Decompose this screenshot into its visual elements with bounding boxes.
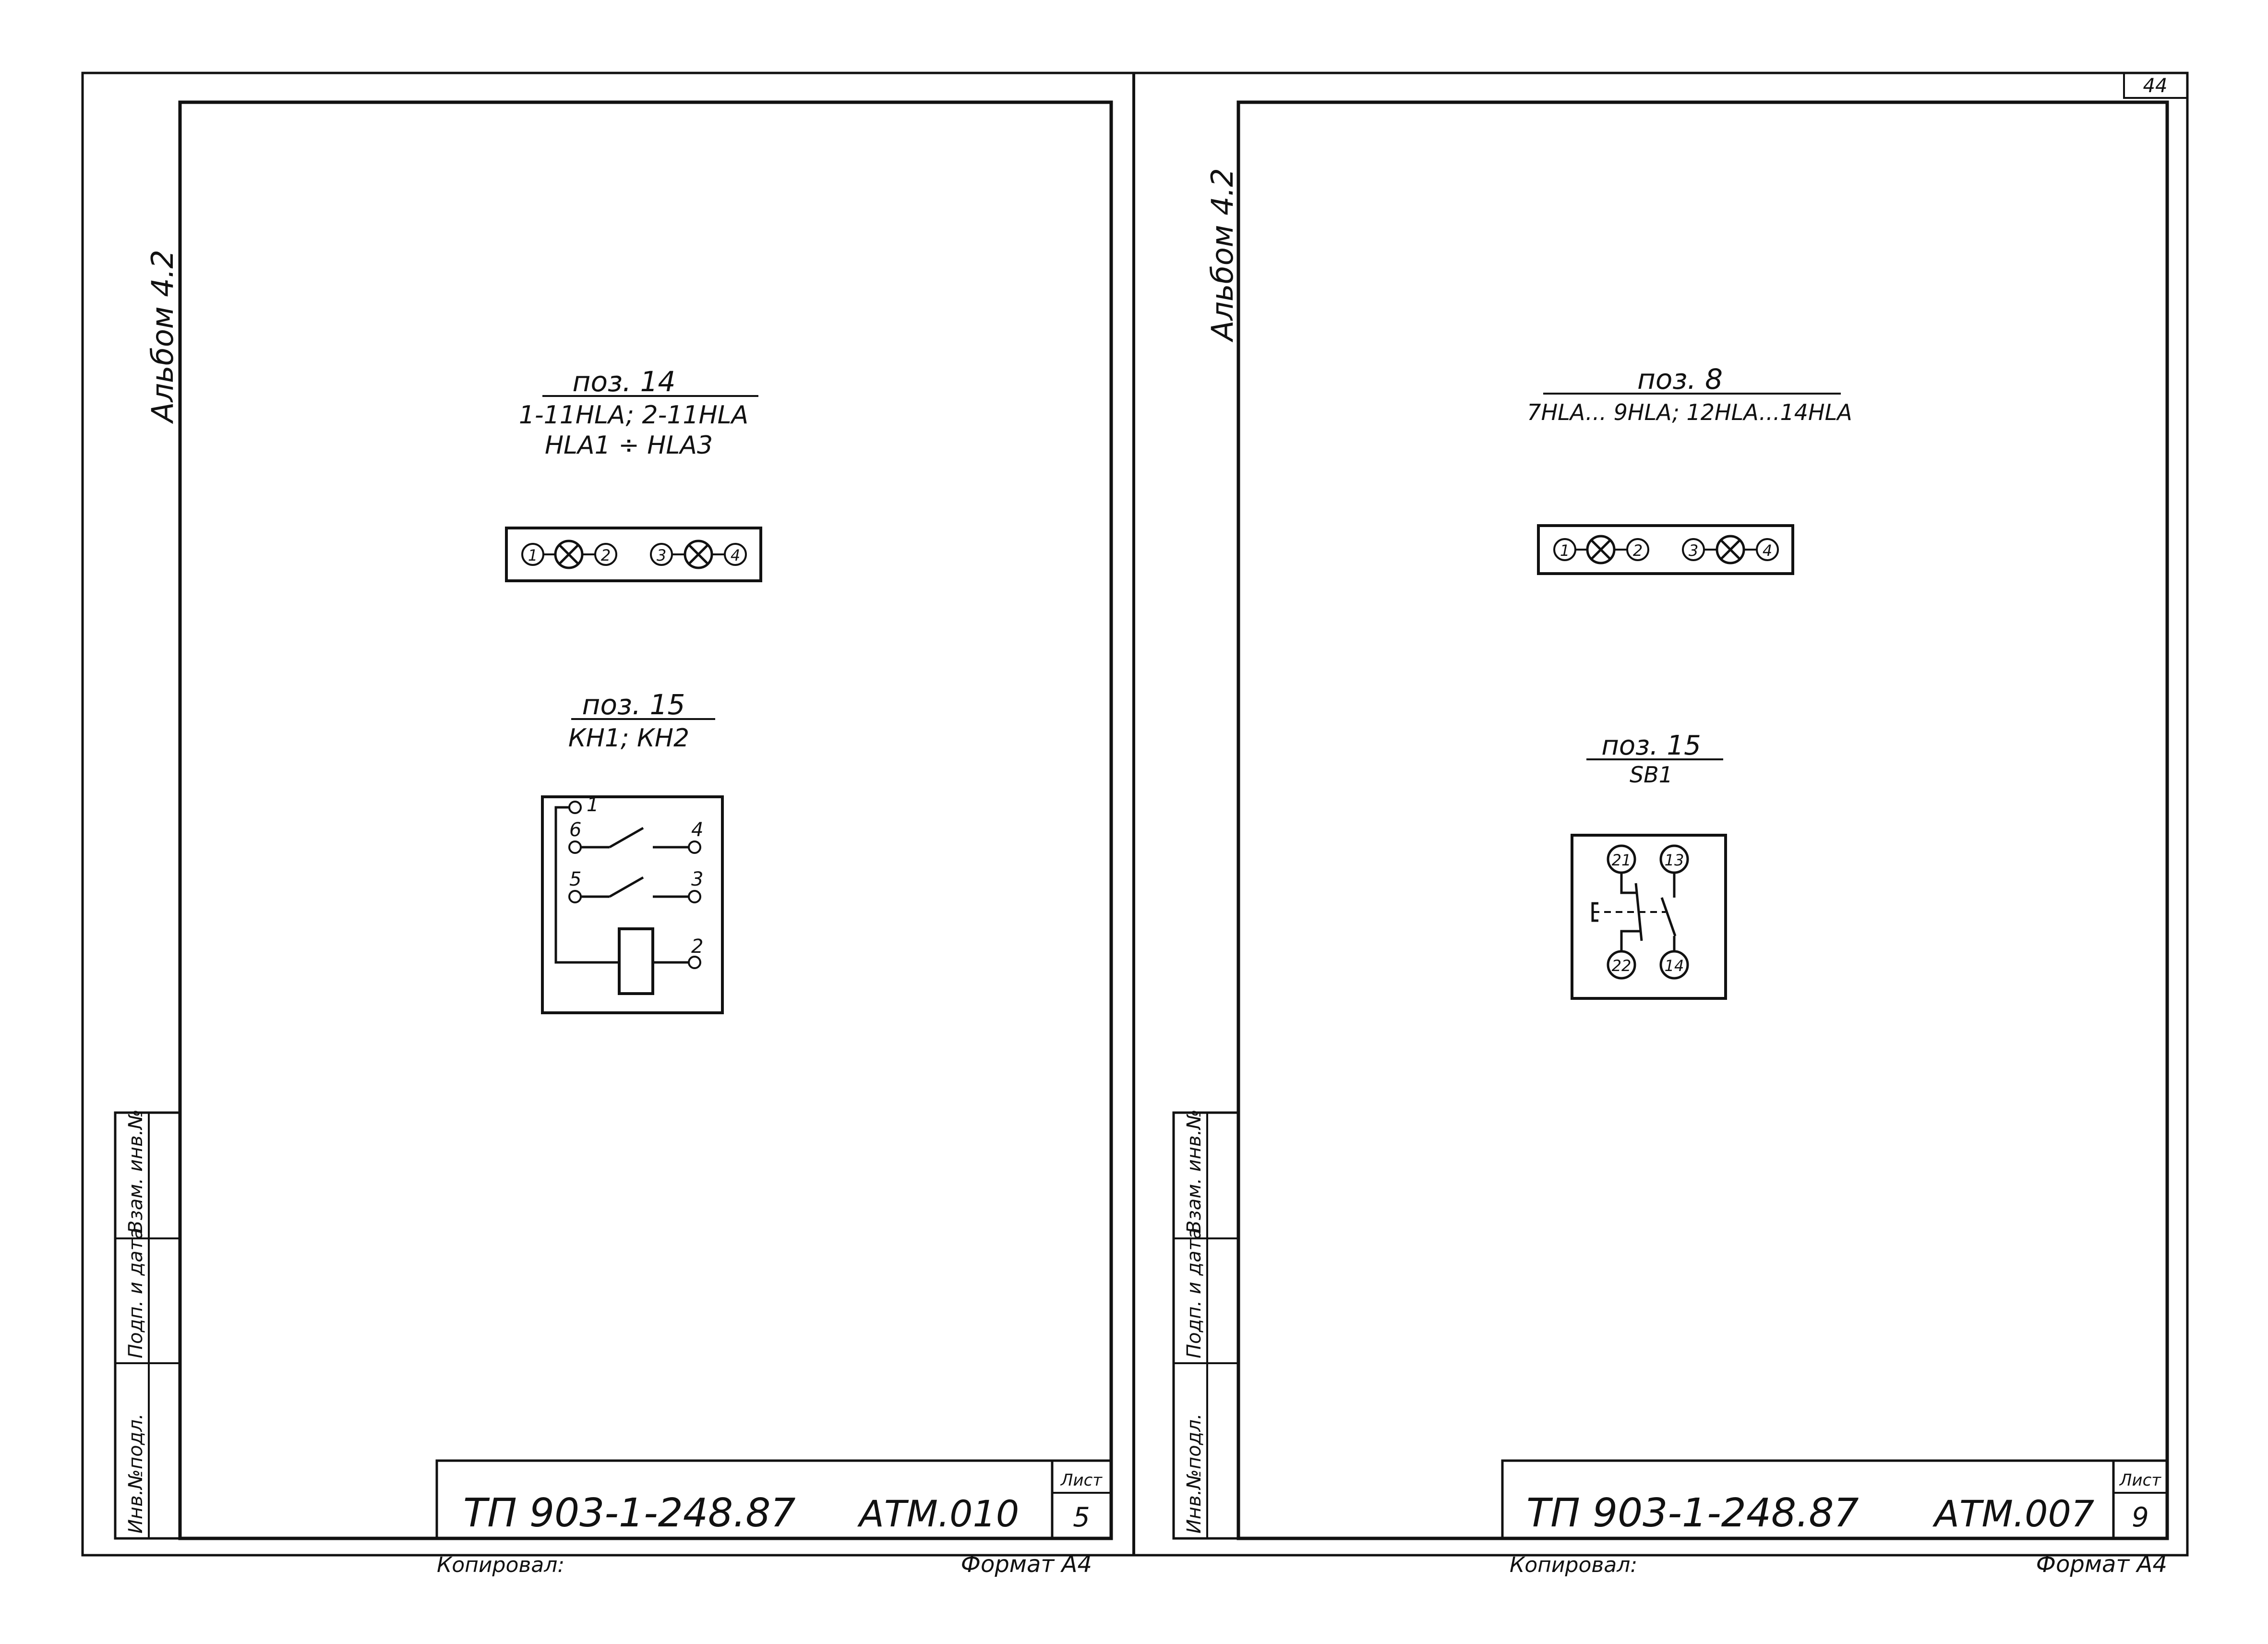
position-subline: 1-11HLA; 2-11HLA: [519, 401, 748, 430]
position-title: поз. 15: [1601, 730, 1701, 761]
position-title: поз. 15: [582, 688, 685, 721]
sheet-number: 9: [2132, 1502, 2149, 1533]
svg-text:2: 2: [601, 546, 611, 564]
position-subline: SB1: [1630, 762, 1673, 788]
button-terminal-label: 14: [1665, 957, 1684, 975]
sheet-frame: [1236, 100, 2169, 1540]
terminal-circle: 1: [521, 543, 544, 566]
side-stamp: Инв.№подл. Подп. и дата Взам. инв.№: [1172, 1109, 1240, 1540]
svg-text:4: 4: [1763, 541, 1772, 560]
sheet-format: Формат А4: [961, 1551, 1092, 1578]
lamp-symbol: [684, 540, 713, 569]
side-label-vzam-inv: Взам. инв.№: [1183, 1109, 1205, 1234]
doc-mark: АТМ.007: [1932, 1492, 2094, 1535]
lamp-symbol: [554, 540, 584, 569]
sheet-number: 5: [1073, 1502, 1090, 1533]
svg-text:2: 2: [1633, 541, 1643, 560]
position-title: поз. 14: [573, 365, 676, 398]
sheet-format: Формат А4: [2036, 1551, 2167, 1578]
button-terminal-label: 21: [1612, 851, 1632, 869]
position-title: поз. 8: [1637, 363, 1723, 396]
doc-code: ТП 903-1-248.87: [463, 1490, 796, 1536]
position-block: поз. 15 SB1: [1586, 730, 1723, 788]
relay-terminal-label: 4: [691, 819, 703, 841]
relay-terminal-label: 5: [569, 868, 581, 890]
svg-text:1: 1: [1560, 541, 1570, 560]
title-block: ТП 903-1-248.87 АТМ.010 Лист 5: [435, 1459, 1111, 1538]
position-subline: 7HLA... 9HLA; 12HLA...14HLA: [1527, 399, 1852, 425]
sheet-label: Лист: [1060, 1471, 1103, 1490]
side-label-vzam-inv: Взам. инв.№: [125, 1109, 147, 1234]
doc-mark: АТМ.010: [857, 1492, 1019, 1535]
terminal-circle: 2: [1626, 538, 1649, 561]
position-block: поз. 14 1-11HLA; 2-11HLA HLA1 ÷ HLA3: [519, 365, 758, 460]
position-block: поз. 15 КН1; КН2: [568, 688, 715, 753]
lamp-symbol: [1716, 535, 1745, 564]
button-terminal-label: 13: [1665, 851, 1684, 869]
side-label-podp-data: Подп. и дата: [125, 1228, 147, 1358]
corner-sheet-number: 44: [2143, 75, 2168, 97]
side-stamp: Инв.№подл. Подп. и дата Взам. инв.№: [114, 1109, 181, 1540]
svg-text:1: 1: [528, 546, 538, 564]
copied-by: Копировал:: [1510, 1553, 1637, 1577]
position-subline: КН1; КН2: [568, 724, 689, 753]
terminal-circle: 4: [1756, 538, 1779, 561]
sheet-left: Альбом 4.2 Инв.№подл. Подп. и дата Взам.…: [114, 100, 1113, 1578]
sheet-label: Лист: [2119, 1471, 2161, 1490]
svg-text:3: 3: [1689, 541, 1698, 560]
album-label: Альбом 4.2: [1205, 168, 1240, 343]
side-label-podp-data: Подп. и дата: [1183, 1228, 1205, 1358]
relay-terminal-label: 6: [569, 819, 581, 841]
relay-terminal-label: 3: [691, 868, 703, 890]
relay-terminal-label: 1: [587, 794, 599, 816]
lamp-symbol: [1586, 535, 1616, 564]
relay-symbol: 1 6 4 5 3 2: [541, 794, 724, 1014]
position-subline: HLA1 ÷ HLA3: [545, 431, 713, 460]
relay-terminal-label: 2: [691, 936, 703, 958]
title-block: ТП 903-1-248.87 АТМ.007 Лист 9: [1501, 1459, 2167, 1538]
pushbutton-symbol: 21 13 22 14: [1571, 834, 1727, 1000]
terminal-circle: 2: [594, 543, 617, 566]
svg-text:4: 4: [731, 546, 740, 564]
lamp-terminal-strip: 1 2 3 4: [1537, 524, 1794, 575]
svg-text:3: 3: [657, 546, 666, 564]
terminal-circle: 3: [650, 543, 673, 566]
position-block: поз. 8 7HLA... 9HLA; 12HLA...14HLA: [1527, 363, 1852, 425]
side-label-inv-podl: Инв.№подл.: [125, 1413, 147, 1534]
terminal-circle: 4: [724, 543, 747, 566]
album-label: Альбом 4.2: [145, 250, 180, 424]
sheet-right: Альбом 4.2 Инв.№подл. Подп. и дата Взам.…: [1172, 100, 2169, 1578]
button-terminal-label: 22: [1612, 957, 1632, 975]
terminal-circle: 3: [1682, 538, 1705, 561]
side-label-inv-podl: Инв.№подл.: [1183, 1413, 1205, 1534]
lamp-terminal-strip: 1 2 3 4: [505, 527, 762, 582]
corner-sheet-number-box: 44: [2123, 72, 2188, 99]
doc-code: ТП 903-1-248.87: [1526, 1490, 1859, 1536]
sheet-frame: [178, 100, 1113, 1540]
terminal-circle: 1: [1553, 538, 1576, 561]
copied-by: Копировал:: [437, 1553, 564, 1577]
